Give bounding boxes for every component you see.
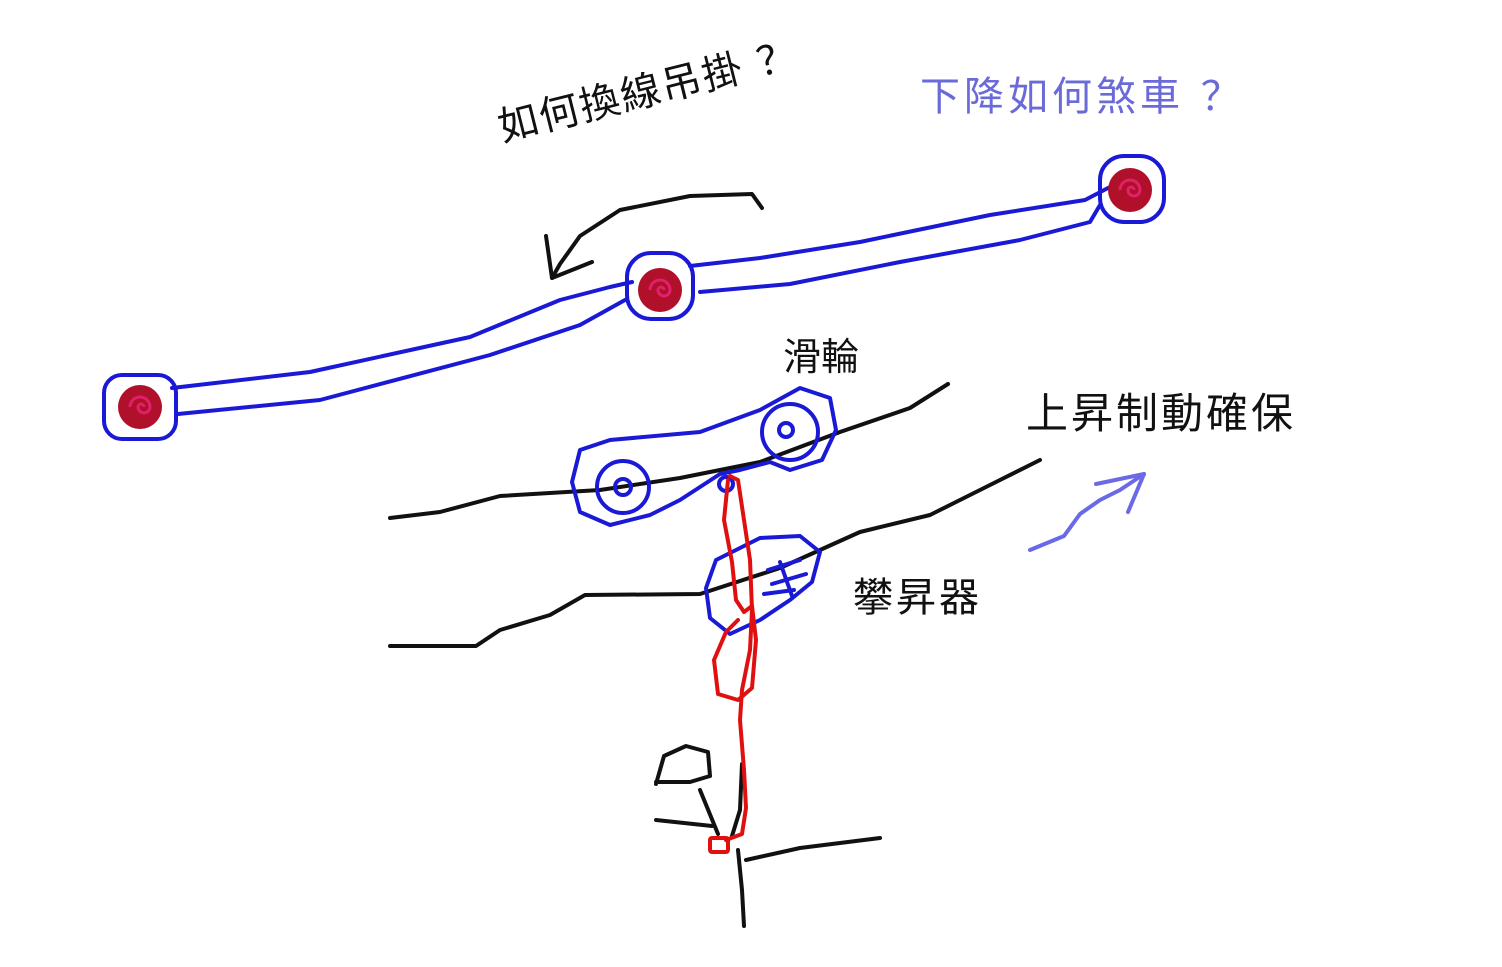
ascender (704, 534, 822, 636)
question-descend-brake: 下降如何煞車 ？ (920, 74, 1245, 120)
overhead-rope (170, 186, 1110, 416)
label-pulley: 滑輪 (783, 335, 860, 379)
climber-line (708, 474, 758, 854)
label-ascend-brake: 上昇制動確保 (1026, 389, 1297, 438)
rehang-arrow (544, 192, 764, 280)
label-ascender: 攀昇器 (853, 575, 982, 621)
pulley (570, 386, 838, 527)
anchor-middle (625, 251, 695, 321)
anchor-right (1098, 154, 1166, 224)
anchor-left (102, 373, 178, 441)
ascend-arrow (1028, 472, 1146, 552)
rope-lines (388, 382, 1042, 928)
